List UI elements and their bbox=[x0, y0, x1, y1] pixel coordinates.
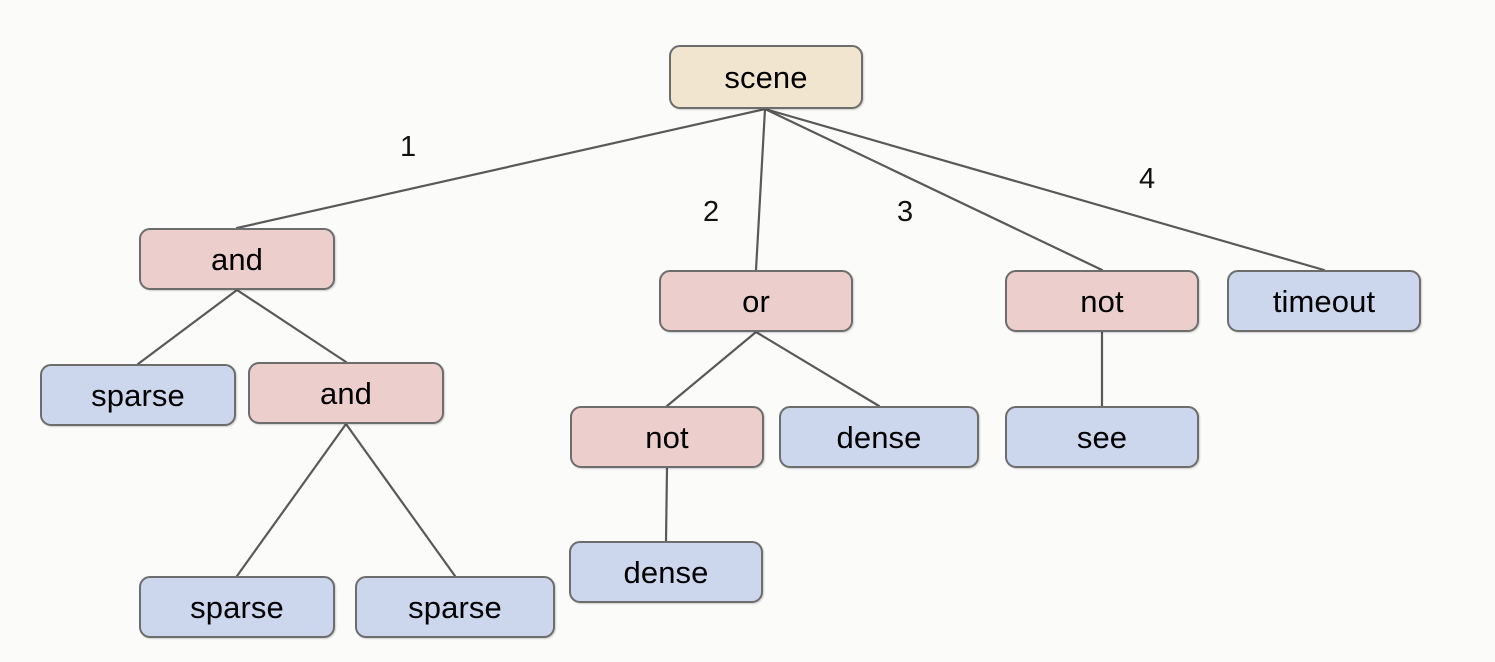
node-or1[interactable]: or bbox=[659, 270, 853, 332]
edge-and1-to-and2 bbox=[235, 288, 348, 364]
edge-scene-to-not1 bbox=[763, 107, 1104, 272]
edge-or1-to-not2 bbox=[665, 330, 758, 408]
edge-label-4: 4 bbox=[1139, 163, 1156, 195]
node-sparse3[interactable]: sparse bbox=[355, 576, 555, 638]
edge-and2-to-sparse2 bbox=[235, 422, 348, 578]
node-and1[interactable]: and bbox=[139, 228, 335, 290]
node-and2[interactable]: and bbox=[248, 362, 444, 424]
edge-scene-to-timeout1 bbox=[763, 107, 1326, 272]
edge-label-3: 3 bbox=[897, 196, 914, 228]
node-dense2[interactable]: dense bbox=[569, 541, 763, 603]
edge-not2-to-dense2 bbox=[664, 466, 669, 543]
node-dense1[interactable]: dense bbox=[779, 406, 979, 468]
edge-scene-to-or1 bbox=[754, 107, 767, 272]
edge-and2-to-sparse3 bbox=[344, 422, 457, 578]
node-see1[interactable]: see bbox=[1005, 406, 1199, 468]
edge-scene-to-and1 bbox=[235, 107, 767, 230]
node-sparse2[interactable]: sparse bbox=[139, 576, 335, 638]
node-sparse1[interactable]: sparse bbox=[40, 364, 236, 426]
edge-label-2: 2 bbox=[703, 196, 720, 228]
edge-or1-to-dense1 bbox=[754, 330, 881, 408]
edge-and1-to-sparse1 bbox=[136, 288, 239, 366]
edge-label-1: 1 bbox=[400, 131, 417, 163]
node-scene[interactable]: scene bbox=[669, 45, 863, 109]
node-not2[interactable]: not bbox=[570, 406, 764, 468]
node-not1[interactable]: not bbox=[1005, 270, 1199, 332]
node-timeout1[interactable]: timeout bbox=[1227, 270, 1421, 332]
